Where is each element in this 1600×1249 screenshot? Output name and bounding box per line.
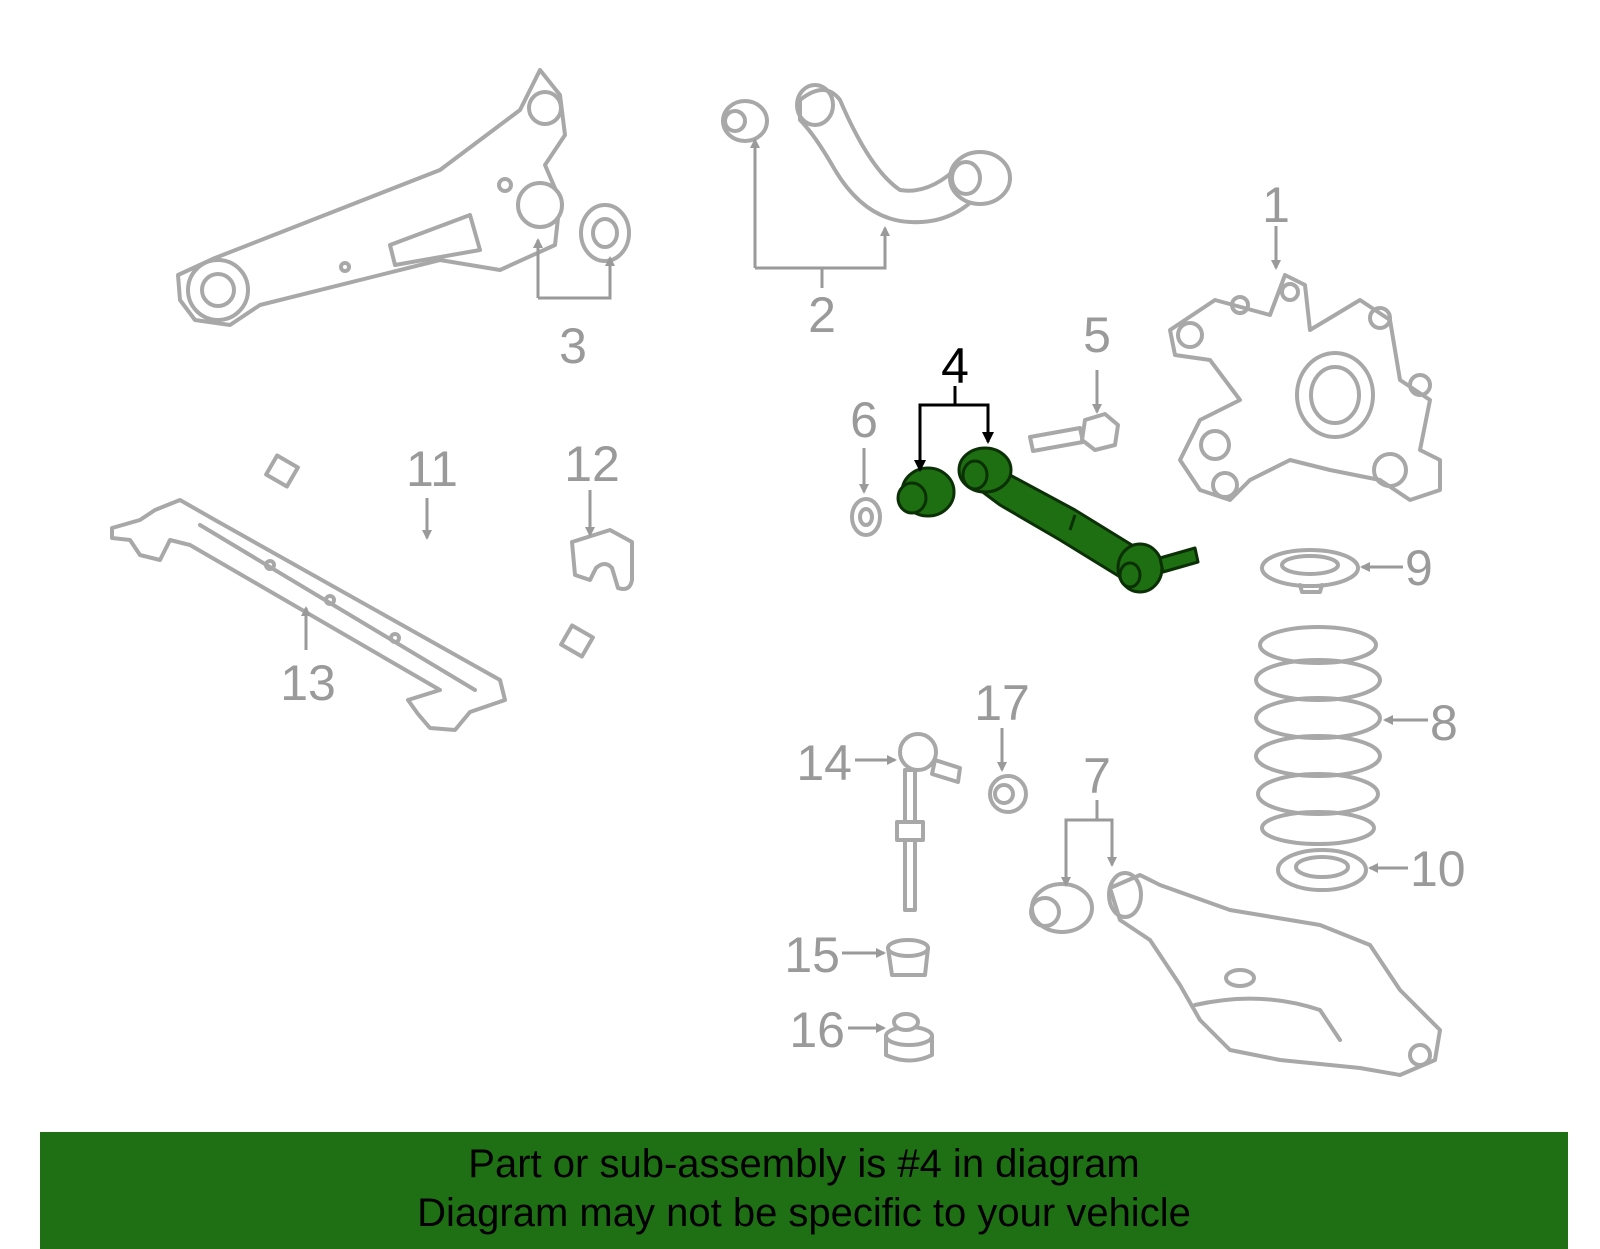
upper-arm-part-2[interactable]: [721, 83, 1012, 225]
callout-7-leader: [1061, 800, 1117, 887]
callout-5: 5: [1083, 307, 1111, 363]
coil-spring-part-8[interactable]: [1254, 625, 1382, 846]
bushing-part-17[interactable]: [988, 774, 1028, 814]
callout-7: 7: [1083, 748, 1111, 804]
bushing-part-16[interactable]: [884, 1012, 934, 1063]
callout-2-leader: [750, 138, 890, 288]
lower-spring-seat-part-10[interactable]: [1276, 848, 1368, 892]
stabilizer-link-part-14[interactable]: [895, 732, 962, 912]
banner-line-1: Part or sub-assembly is #4 in diagram: [468, 1142, 1140, 1186]
callout-3: 3: [559, 318, 587, 374]
callout-3-leader: [533, 238, 615, 300]
callout-1: 1: [1262, 177, 1290, 233]
callout-6: 6: [850, 392, 878, 448]
crossmember-part-13[interactable]: [110, 498, 507, 732]
callout-14: 14: [796, 735, 852, 791]
callout-16: 16: [789, 1002, 845, 1058]
knuckle-part-1[interactable]: [1168, 273, 1442, 502]
bracket-part-12[interactable]: [570, 528, 634, 591]
washer-part-6[interactable]: [850, 497, 882, 537]
stabilizer-bar-part-11[interactable]: [224, 372, 748, 680]
bushing-part-15[interactable]: [886, 938, 930, 977]
banner-line-2: Diagram may not be specific to your vehi…: [417, 1191, 1191, 1235]
bolt-part-5[interactable]: [1028, 412, 1120, 453]
callout-8: 8: [1430, 695, 1458, 751]
callout-2: 2: [808, 287, 836, 343]
info-banner: Part or sub-assembly is #4 in diagram Di…: [40, 1132, 1568, 1249]
callout-12: 12: [564, 436, 620, 492]
callout-13: 13: [280, 655, 336, 711]
callout-15: 15: [784, 927, 840, 983]
trailing-arm-part-3[interactable]: [176, 68, 631, 327]
callout-4: 4: [941, 338, 969, 394]
lateral-link-part-4[interactable]: [896, 446, 1200, 594]
callout-17: 17: [974, 675, 1030, 731]
spring-seat-part-9[interactable]: [1260, 548, 1360, 594]
callout-9: 9: [1405, 540, 1433, 596]
callout-4-leader: [914, 386, 994, 472]
callout-10: 10: [1410, 841, 1466, 897]
lower-arm-part-7[interactable]: [1029, 871, 1442, 1077]
callout-11: 11: [406, 441, 458, 497]
